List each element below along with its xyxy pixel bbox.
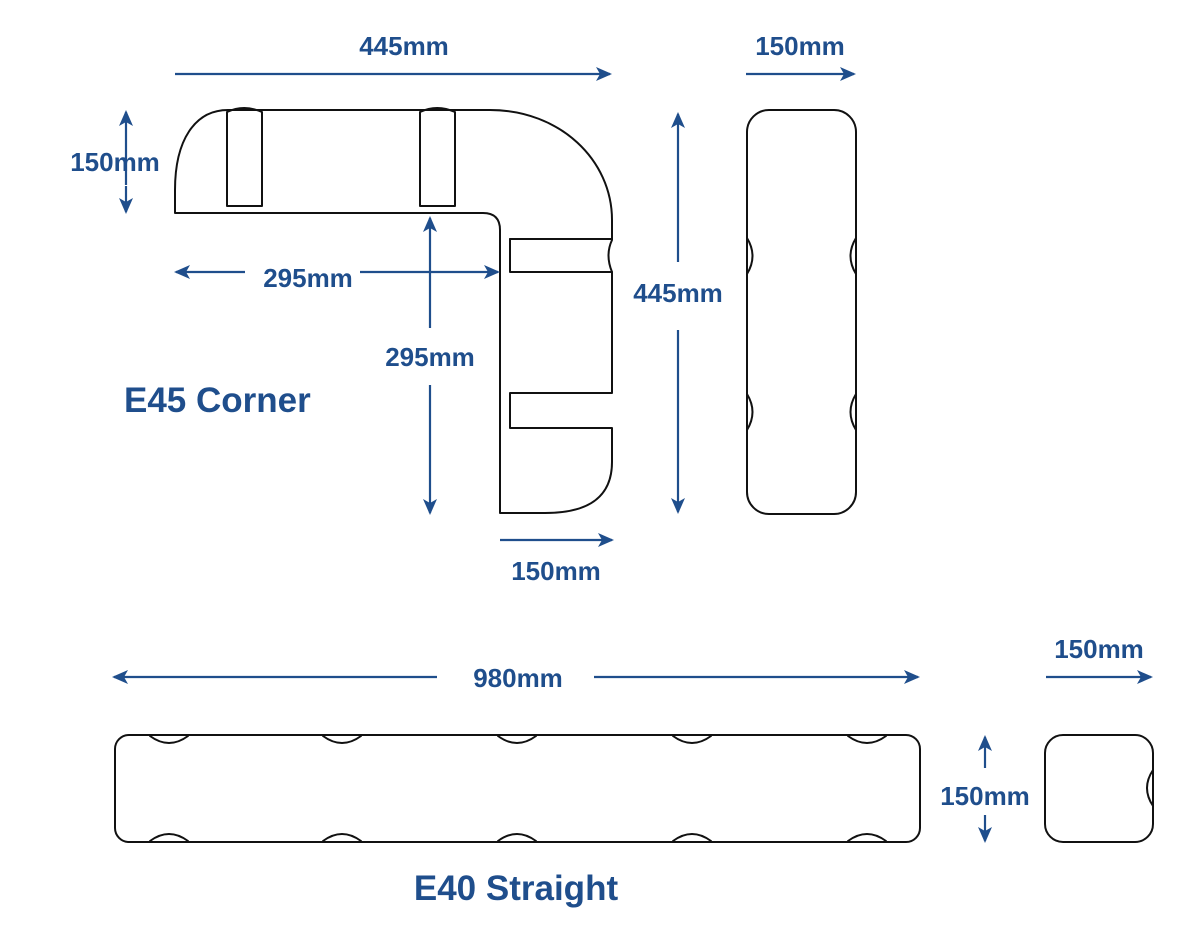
dimension-labels: 445mm 150mm 150mm 295mm 295mm 150mm 445m…	[70, 31, 1144, 811]
title-corner: E45 Corner	[124, 381, 311, 420]
strap-slot-3	[509, 238, 613, 273]
side-notch-3	[849, 237, 857, 275]
label-side-view-width: 150mm	[755, 31, 845, 61]
dimension-lines	[112, 67, 1153, 843]
label-corner-arm-bottom: 150mm	[511, 556, 601, 586]
straight-outline	[114, 734, 921, 843]
side-notch-1	[746, 237, 754, 275]
bottom-notch-1	[149, 833, 189, 842]
label-corner-arm-left: 150mm	[70, 147, 160, 177]
label-corner-inner-vertical: 295mm	[385, 342, 475, 372]
side-notch-4	[849, 393, 857, 431]
side-notch-2	[746, 393, 754, 431]
label-corner-inner-horizontal: 295mm	[263, 263, 353, 293]
bottom-notch-2	[322, 833, 362, 842]
straight-plan-view	[114, 734, 921, 843]
top-notch-1	[149, 735, 189, 744]
label-side-view-height: 445mm	[633, 278, 723, 308]
strap-slot-2	[419, 107, 456, 207]
straight-end-view	[1044, 734, 1154, 843]
label-straight-height: 150mm	[940, 781, 1030, 811]
corner-side-view	[746, 109, 857, 515]
bottom-notch-4	[672, 833, 712, 842]
top-notch-5	[847, 735, 887, 744]
top-notch-3	[497, 735, 537, 744]
bottom-notch-5	[847, 833, 887, 842]
side-view-outline	[746, 109, 857, 515]
corner-outline	[174, 109, 613, 514]
top-notch-4	[672, 735, 712, 744]
end-view-outline	[1044, 734, 1154, 843]
strap-slot-1	[226, 107, 263, 207]
bottom-notch-3	[497, 833, 537, 842]
end-notch	[1146, 769, 1154, 807]
title-straight: E40 Straight	[414, 869, 619, 908]
label-end-view-width: 150mm	[1054, 634, 1144, 664]
label-straight-length: 980mm	[473, 663, 563, 693]
label-corner-top-width: 445mm	[359, 31, 449, 61]
top-notch-2	[322, 735, 362, 744]
corner-plan-view	[174, 107, 613, 514]
